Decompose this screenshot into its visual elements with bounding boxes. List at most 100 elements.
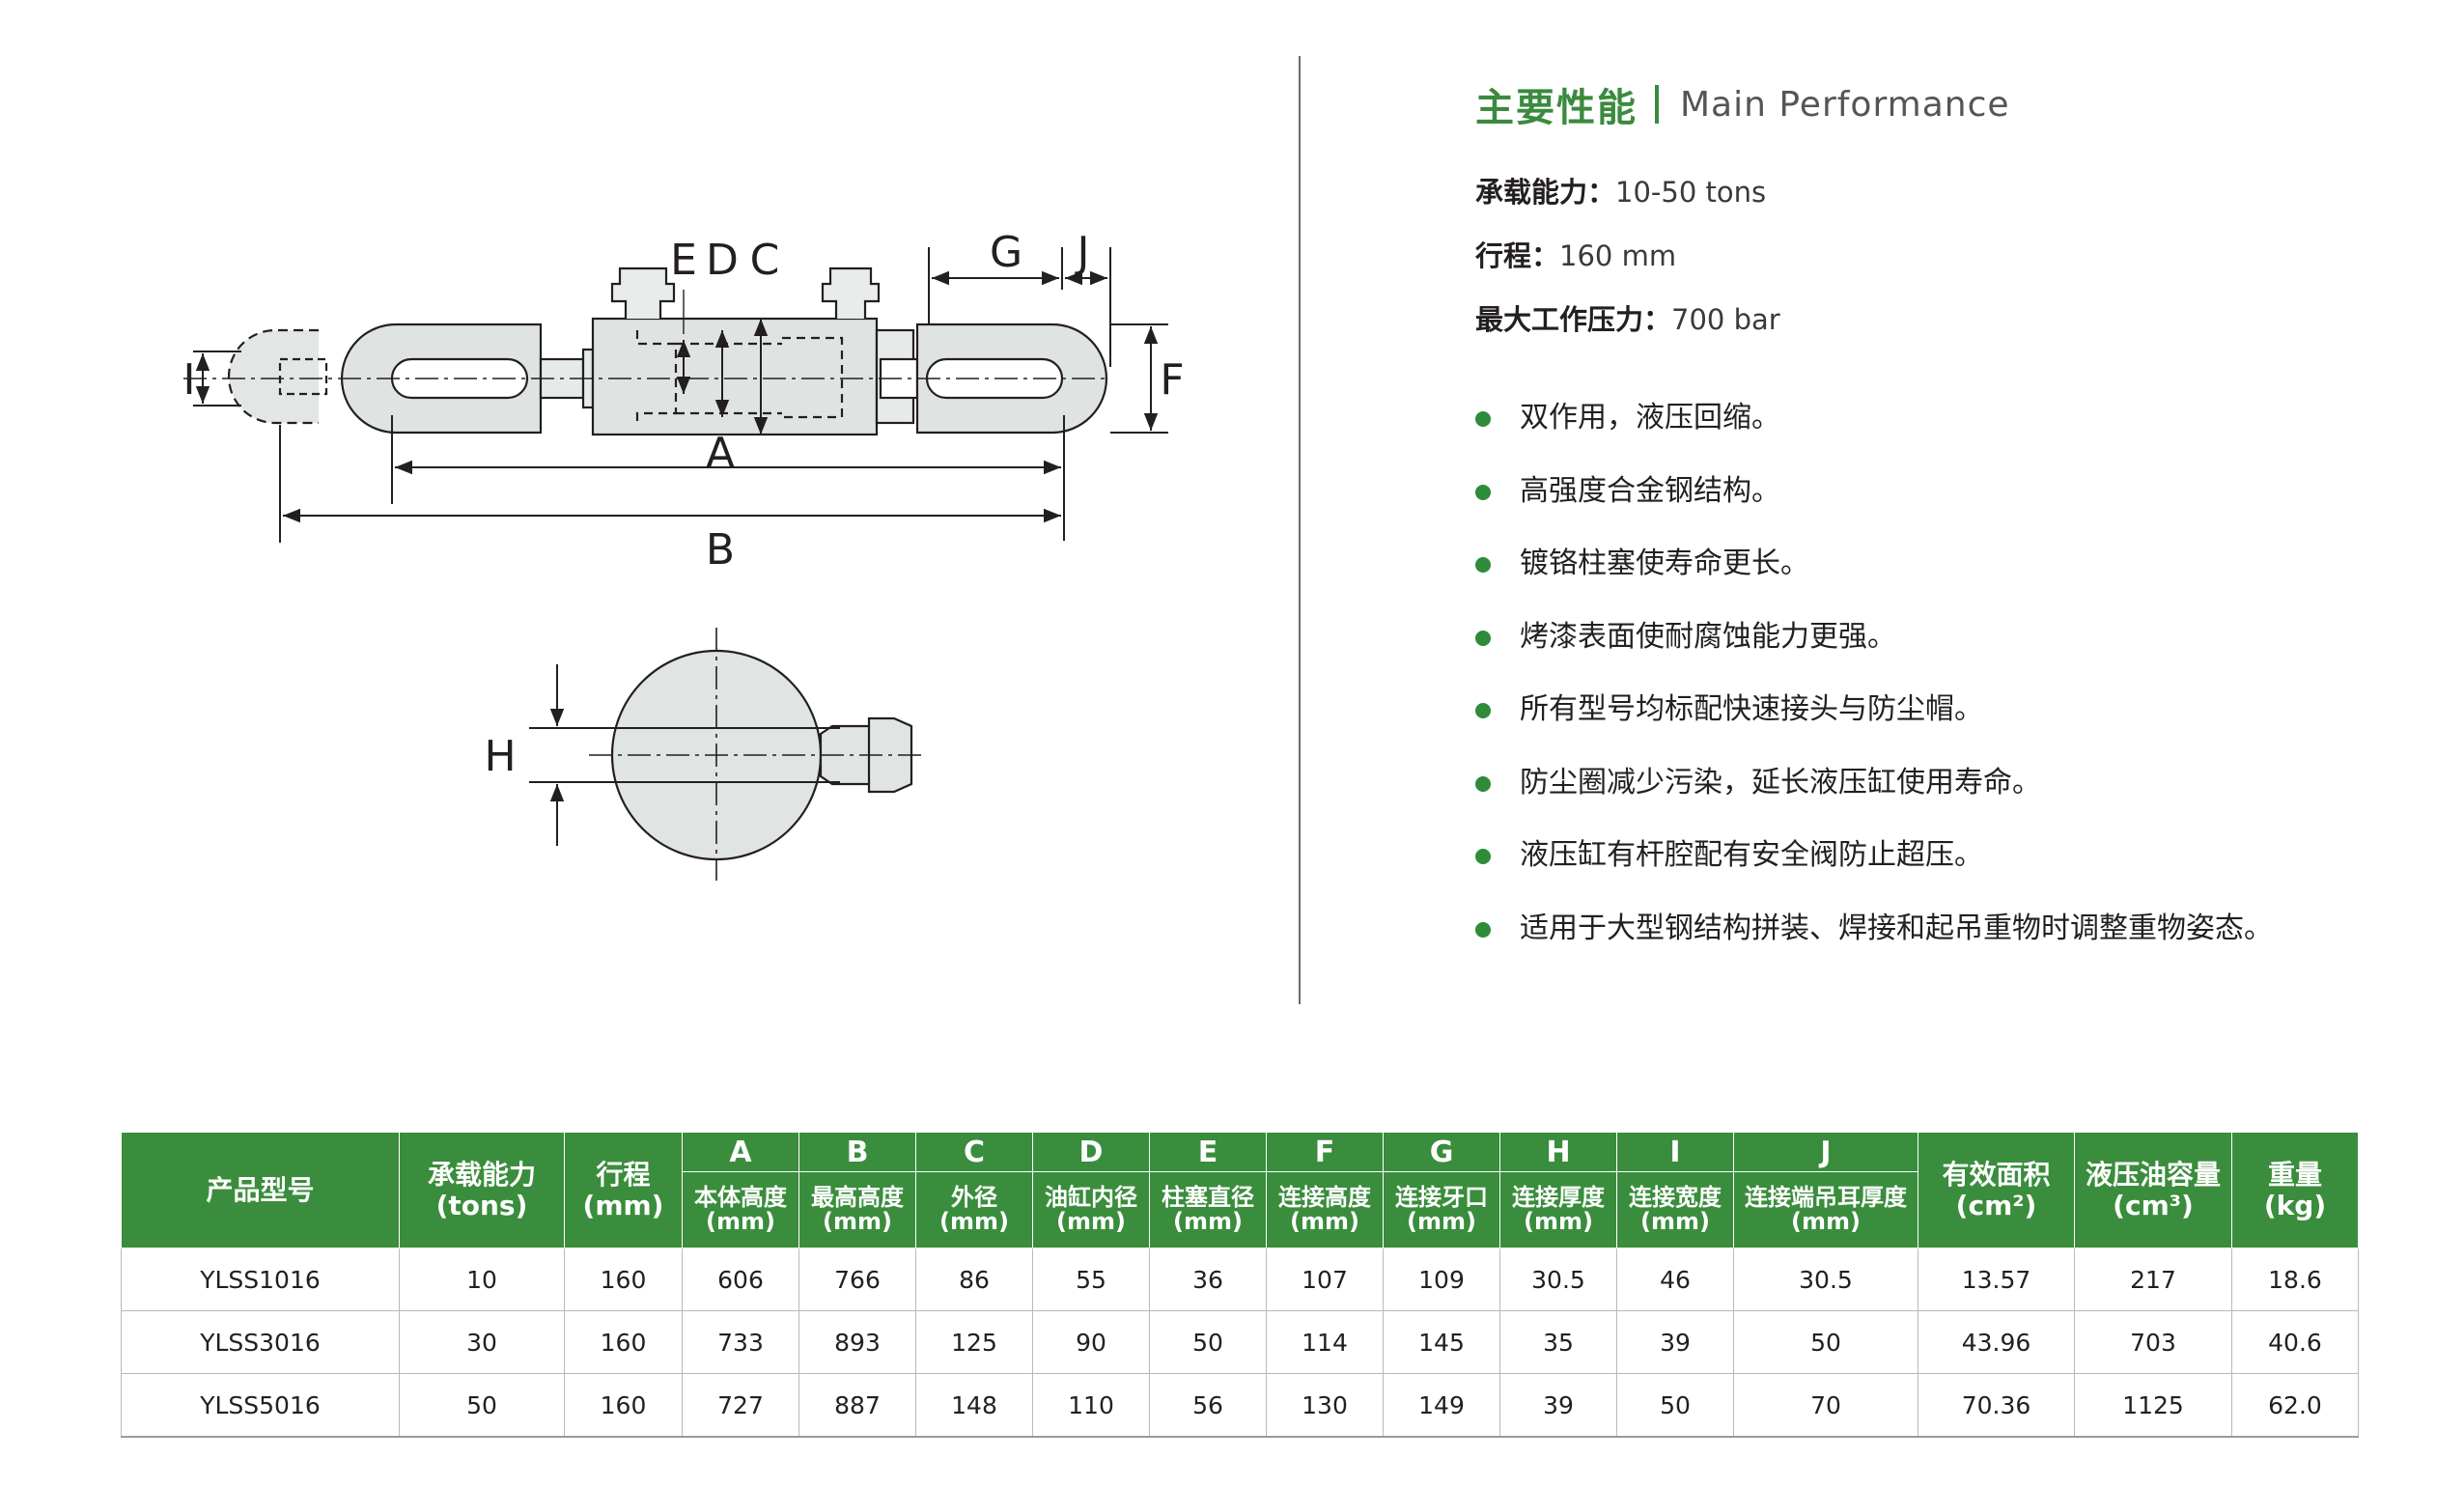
cell: 39	[1499, 1373, 1617, 1438]
col-dim-b: 最高高度(mm)	[798, 1171, 916, 1249]
label-j: J	[1075, 228, 1090, 277]
label-h: H	[484, 732, 516, 781]
col-letter-a: A	[682, 1132, 799, 1172]
col-dim-g: 连接牙口(mm)	[1383, 1171, 1500, 1249]
bullet-icon	[1475, 484, 1491, 500]
cell: 86	[915, 1248, 1033, 1311]
dim-unit: (mm)	[1290, 1208, 1359, 1235]
feature-text: 高强度合金钢结构。	[1520, 473, 1780, 508]
cell: 18.6	[2231, 1248, 2359, 1311]
col-letter-e: E	[1149, 1132, 1267, 1172]
cell: 727	[682, 1373, 799, 1438]
bullet-icon	[1475, 921, 1491, 938]
label-i: I	[183, 355, 196, 405]
right-coupler	[821, 267, 881, 319]
spec-pressure: 最大工作压力：700 bar	[1475, 297, 1780, 338]
cell: 56	[1149, 1373, 1267, 1438]
dim-name: 连接厚度	[1512, 1184, 1605, 1211]
col-dim-j: 连接端吊耳厚度(mm)	[1733, 1171, 1918, 1249]
spec-label: 行程：	[1475, 239, 1560, 272]
col-dim-a: 本体高度(mm)	[682, 1171, 799, 1249]
header-unit: (tons)	[435, 1189, 528, 1221]
spec-value: 700 bar	[1671, 303, 1780, 336]
cell: 62.0	[2231, 1373, 2359, 1438]
dim-name: 连接端吊耳厚度	[1745, 1184, 1907, 1211]
header-text: 液压油容量	[2085, 1158, 2221, 1191]
col-letter-d: D	[1032, 1132, 1150, 1172]
dim-name: 连接牙口	[1395, 1184, 1488, 1211]
cell: 13.57	[1918, 1248, 2075, 1311]
cell: YLSS5016	[121, 1373, 400, 1438]
feature-text: 适用于大型钢结构拼装、焊接和起吊重物时调整重物姿态。	[1520, 911, 2273, 945]
cell: 43.96	[1918, 1310, 2075, 1374]
cylinder-technical-drawing: E D C G J I F A B H	[183, 228, 1185, 881]
cell: 145	[1383, 1310, 1500, 1374]
main-performance-panel: 主要性能 Main Performance 承载能力：10-50 tons 行程…	[1475, 75, 2441, 945]
feature-item: 高强度合金钢结构。	[1475, 472, 2273, 546]
spec-capacity: 承载能力：10-50 tons	[1475, 170, 1766, 210]
cell: 703	[2074, 1310, 2232, 1374]
dim-name: 外径	[951, 1184, 997, 1211]
bullet-icon	[1475, 411, 1491, 427]
cell: 149	[1383, 1373, 1500, 1438]
col-letter-f: F	[1266, 1132, 1384, 1172]
cell: 109	[1383, 1248, 1500, 1311]
header-unit: (kg)	[2263, 1189, 2327, 1221]
header-text: 重量	[2267, 1158, 2322, 1191]
bullet-icon	[1475, 775, 1491, 792]
dim-unit: (mm)	[1524, 1208, 1593, 1235]
header-text: 承载能力	[427, 1158, 536, 1191]
dim-unit: (mm)	[1173, 1208, 1243, 1235]
feature-list: 双作用，液压回缩。 高强度合金钢结构。 镀铬柱塞使寿命更长。 烤漆表面使耐腐蚀能…	[1475, 399, 2273, 982]
cell: 1125	[2074, 1373, 2232, 1438]
feature-item: 液压缸有杆腔配有安全阀防止超压。	[1475, 836, 2273, 910]
feature-item: 镀铬柱塞使寿命更长。	[1475, 545, 2273, 618]
vertical-divider	[1299, 56, 1301, 1004]
section-title-zh: 主要性能	[1475, 86, 1638, 130]
cell: 160	[564, 1310, 683, 1374]
spec-stroke: 行程：160 mm	[1475, 234, 1676, 274]
label-f: F	[1160, 355, 1184, 405]
col-capacity-header: 承载能力(tons)	[399, 1132, 565, 1249]
header-text: 有效面积	[1942, 1158, 2051, 1191]
dim-name: 最高高度	[811, 1184, 904, 1211]
section-title-en: Main Performance	[1680, 84, 2010, 125]
feature-text: 防尘圈减少污染，延长液压缸使用寿命。	[1520, 765, 2041, 800]
feature-item: 适用于大型钢结构拼装、焊接和起吊重物时调整重物姿态。	[1475, 910, 2273, 983]
cell: 39	[1616, 1310, 1734, 1374]
dim-unit: (mm)	[1791, 1208, 1861, 1235]
section-title: 主要性能 Main Performance	[1475, 75, 2441, 133]
dim-unit: (mm)	[939, 1208, 1009, 1235]
cell: 217	[2074, 1248, 2232, 1311]
left-coupler	[610, 267, 676, 319]
cell: 70.36	[1918, 1373, 2075, 1438]
cell: 30	[399, 1310, 565, 1374]
spec-label: 承载能力：	[1475, 176, 1616, 209]
alt-eye-outline	[227, 328, 319, 425]
cell: 107	[1266, 1248, 1384, 1311]
spec-label: 最大工作压力：	[1475, 303, 1672, 336]
cell: 110	[1032, 1373, 1150, 1438]
cell: 50	[1149, 1310, 1267, 1374]
dim-unit: (mm)	[706, 1208, 775, 1235]
feature-text: 烤漆表面使耐腐蚀能力更强。	[1520, 619, 1896, 654]
dim-unit: (mm)	[823, 1208, 892, 1235]
label-a: A	[706, 429, 735, 478]
cell: 887	[798, 1373, 916, 1438]
col-letter-j: J	[1733, 1132, 1918, 1172]
label-c: C	[750, 236, 780, 285]
col-letter-b: B	[798, 1132, 916, 1172]
cell: 70	[1733, 1373, 1918, 1438]
dim-unit: (mm)	[1407, 1208, 1476, 1235]
col-stroke-header: 行程(mm)	[564, 1132, 683, 1249]
cell: 40.6	[2231, 1310, 2359, 1374]
header-unit: (mm)	[582, 1189, 664, 1221]
col-dim-f: 连接高度(mm)	[1266, 1171, 1384, 1249]
bullet-icon	[1475, 703, 1491, 718]
cell: 160	[564, 1248, 683, 1311]
col-letter-h: H	[1499, 1132, 1617, 1172]
dim-name: 油缸内径	[1045, 1184, 1137, 1211]
